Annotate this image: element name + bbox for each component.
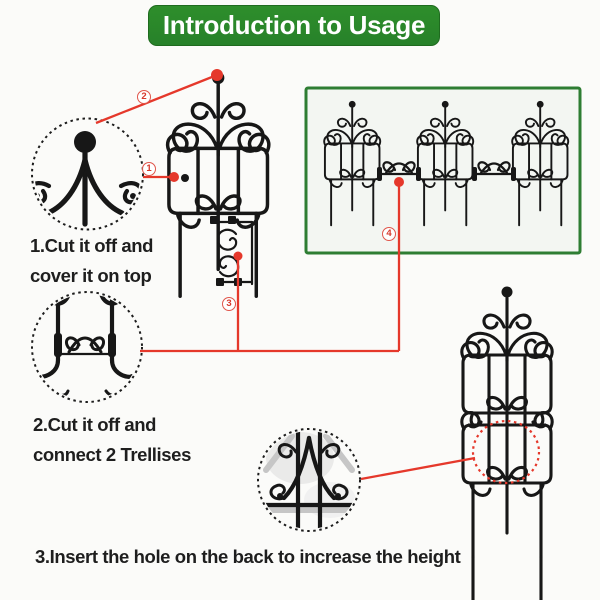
leader-line-insert — [360, 456, 476, 481]
callout-connector-detail — [31, 291, 143, 403]
frame-hole-dot — [181, 174, 189, 182]
marker-4: 4 — [382, 227, 396, 241]
marker-2: 2 — [137, 90, 151, 104]
step1-line2: cover it on top — [30, 265, 152, 286]
title-banner: Introduction to Usage — [148, 5, 440, 46]
step1-line1: 1.Cut it off and — [30, 235, 154, 256]
step3-text: 3.Insert the hole on the back to increas… — [35, 542, 461, 572]
step2-line1: 2.Cut it off and — [33, 414, 157, 435]
stacked-trellis — [460, 284, 554, 600]
red-dot-hole — [169, 172, 179, 182]
leader-line-2 — [95, 73, 218, 125]
step1-text: 1.Cut it off and cover it on top — [30, 231, 153, 291]
step3-line1: 3.Insert the hole on the back to increas… — [35, 546, 461, 567]
marker-1: 1 — [142, 162, 156, 176]
red-dot-pin — [233, 251, 243, 261]
main-trellis — [165, 69, 271, 298]
callout-insert-detail — [257, 428, 361, 532]
red-dotted-joint-circle — [471, 419, 541, 485]
connected-trellises-inset — [304, 86, 582, 255]
step2-text: 2.Cut it off and connect 2 Trellises — [33, 410, 191, 470]
linking-pin-piece — [210, 216, 254, 286]
callout-finial-detail — [31, 117, 144, 231]
red-dot-connector — [394, 177, 404, 187]
annotation-lines — [95, 69, 541, 485]
step2-line2: connect 2 Trellises — [33, 444, 191, 465]
red-dot-top — [211, 69, 223, 81]
marker-3: 3 — [222, 297, 236, 311]
page-title: Introduction to Usage — [162, 10, 426, 40]
